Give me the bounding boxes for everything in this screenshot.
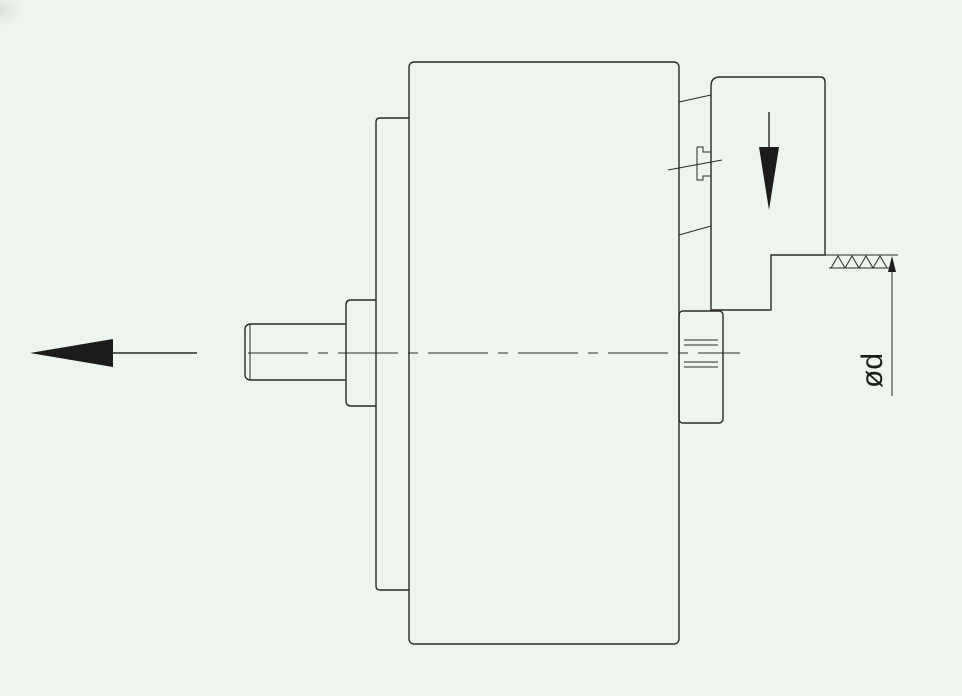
jaw-slot-lower	[678, 225, 712, 236]
grip-triangle-4	[872, 255, 888, 269]
jaw-key-line	[667, 159, 723, 171]
pinion-block	[678, 310, 724, 424]
diameter-label: ød	[856, 353, 889, 388]
jaw-key	[696, 146, 711, 181]
corner-shading	[0, 0, 200, 150]
diameter-arrow-head-icon	[888, 256, 896, 272]
grip-triangle-1	[830, 255, 846, 269]
spindle-shaft	[244, 323, 346, 381]
jaw-top	[710, 76, 826, 311]
jaw-slot-upper	[678, 94, 712, 103]
back-plate	[375, 117, 409, 591]
grip-triangle-3	[858, 255, 874, 269]
axial-arrow-head-icon	[30, 339, 113, 367]
grip-triangle-2	[844, 255, 860, 269]
jaw-arrow-head-icon	[759, 147, 779, 210]
